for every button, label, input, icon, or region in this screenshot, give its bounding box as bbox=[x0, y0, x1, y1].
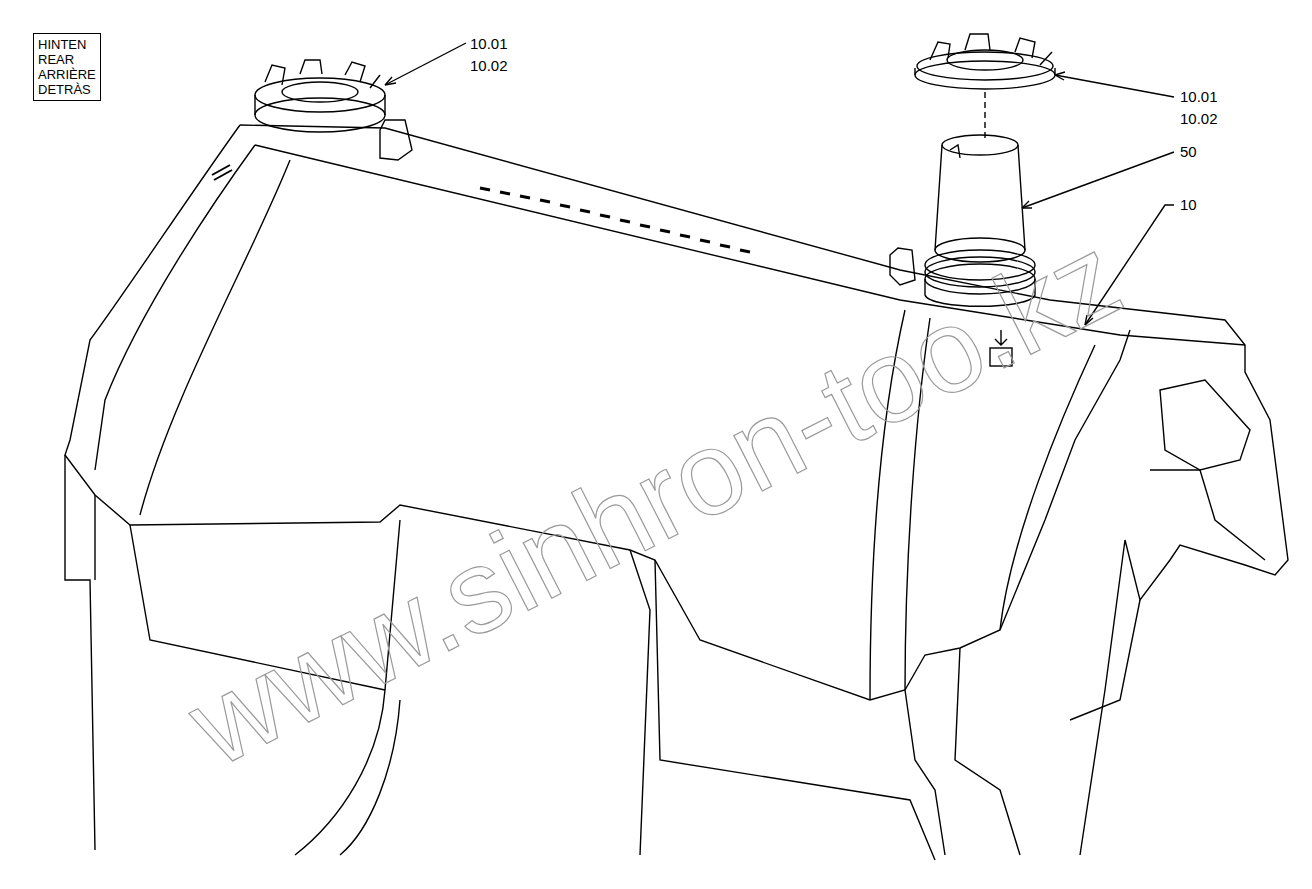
watermark: www.sinhron-too.kz bbox=[170, 210, 1141, 790]
callout-number: 10 bbox=[1180, 196, 1197, 213]
orientation-text: HINTEN REAR ARRIÈRE DETRÀS bbox=[38, 37, 96, 97]
callout-number: 10.02 bbox=[1180, 110, 1218, 127]
callout-number: 10.01 bbox=[1180, 88, 1218, 105]
callout-number: 10.01 bbox=[470, 35, 508, 52]
callout-number: 50 bbox=[1180, 143, 1197, 160]
orientation-box: HINTEN REAR ARRIÈRE DETRÀS bbox=[33, 33, 101, 101]
callout-number: 10.02 bbox=[470, 57, 508, 74]
